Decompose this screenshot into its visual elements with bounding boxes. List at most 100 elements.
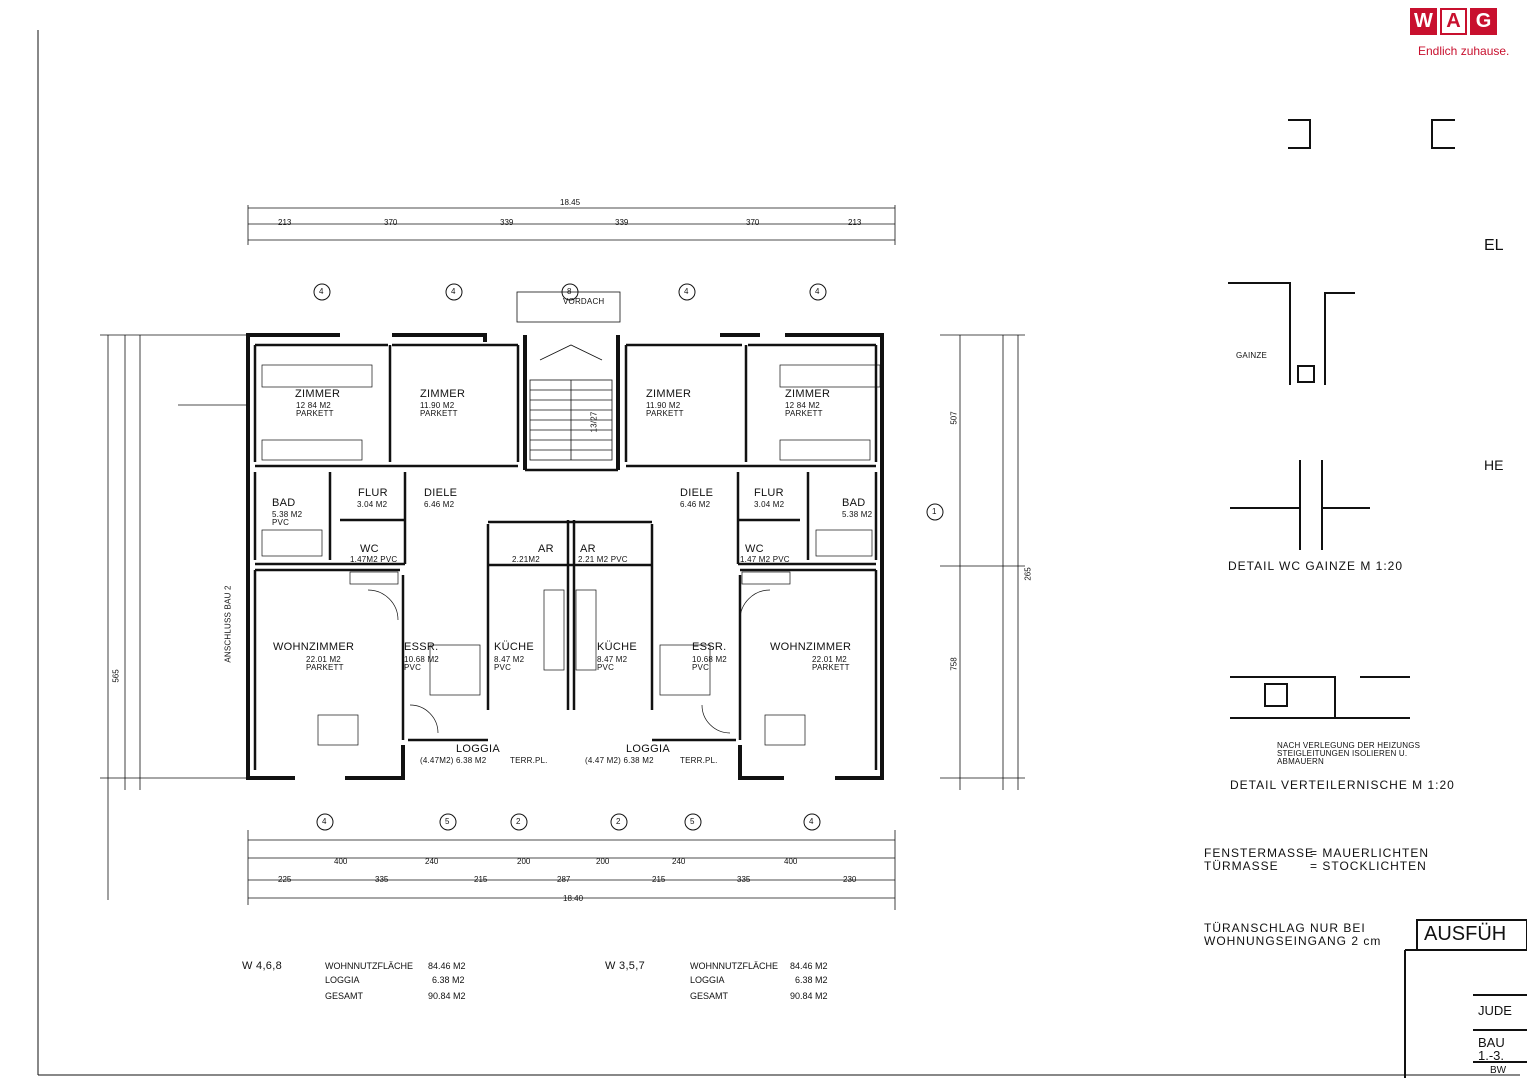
room-name: LOGGIA — [626, 743, 670, 755]
room-name: FLUR — [358, 487, 388, 499]
room-floor: PVC — [272, 518, 290, 527]
dim-bottom: 335 — [737, 875, 751, 884]
wc-detail-caption: DETAIL WC GAINZE M 1:20 — [1228, 559, 1404, 573]
room-name: WC — [360, 543, 379, 555]
room-area: 12 84 M2 — [785, 401, 820, 410]
inner-walls — [253, 343, 878, 770]
room-floor: PARKETT — [420, 409, 458, 418]
verteiler-detail-caption: DETAIL VERTEILERNISCHE M 1:20 — [1230, 778, 1455, 792]
room-name: BAD — [272, 497, 296, 509]
unit-right-row-value: 90.84 M2 — [790, 991, 828, 1001]
axis-marker: 8 — [567, 287, 572, 296]
room-floor: PARKETT — [785, 409, 823, 418]
room-name: ESSR. — [404, 641, 439, 653]
unit-right-row-label: WOHNNUTZFLÄCHE — [690, 961, 778, 971]
unit-right-row-value: 84.46 M2 — [790, 961, 828, 971]
room-floor: PARKETT — [306, 663, 344, 672]
vordach-label: VORDACH — [563, 297, 605, 306]
dim-left-height: 565 — [111, 669, 121, 683]
axis-marker: 5 — [445, 817, 450, 826]
room-floor: TERR.PL. — [680, 756, 718, 765]
logo-letter-g: G — [1470, 8, 1497, 35]
dim-bottom-inner: 400 — [334, 857, 348, 866]
room-floor: PARKETT — [296, 409, 334, 418]
unit-right-row-label: GESAMT — [690, 991, 729, 1001]
room-name: ZIMMER — [785, 388, 831, 400]
title-block — [1404, 919, 1527, 1078]
room-floor: PARKETT — [812, 663, 850, 672]
room-area: 6.46 M2 — [424, 500, 455, 509]
dim-bottom-total: 18.40 — [563, 894, 584, 903]
titleblock-title: AUSFÜH — [1424, 923, 1507, 945]
room-area: 22.01 M2 — [306, 655, 341, 664]
unit-right-label: W 3,5,7 — [605, 960, 646, 972]
room-area: 3.04 M2 — [754, 500, 785, 509]
titleblock-row: BAU — [1478, 1035, 1505, 1050]
room-name: AR — [580, 543, 596, 555]
room-area: 1.47M2 PVC — [350, 555, 398, 564]
dim-bottom: 215 — [474, 875, 488, 884]
room-name: KÜCHE — [597, 641, 638, 653]
room-area: 1.47 M2 PVC — [740, 555, 790, 564]
axis-marker: 4 — [322, 817, 327, 826]
note-tuer: TÜRMASSE — [1204, 859, 1279, 873]
anschluss-label: ANSCHLUSS BAU 2 — [223, 585, 233, 663]
room-area: (4.47 M2) 6.38 M2 — [585, 756, 654, 765]
room-area: 6.46 M2 — [680, 500, 711, 509]
dim-bottom-inner: 400 — [784, 857, 798, 866]
room-floor: PVC — [494, 663, 512, 672]
dim-top: 339 — [500, 218, 514, 227]
unit-left-row-value: 6.38 M2 — [432, 975, 465, 985]
room-name: WOHNZIMMER — [770, 641, 852, 653]
room-name: WC — [745, 543, 764, 555]
room-name: DIELE — [680, 487, 714, 499]
unit-right-row-value: 6.38 M2 — [795, 975, 828, 985]
axis-marker: 4 — [809, 817, 814, 826]
room-name: LOGGIA — [456, 743, 500, 755]
axis-marker: 5 — [690, 817, 695, 826]
dim-top: 370 — [746, 218, 760, 227]
staircase — [516, 291, 621, 461]
titleblock-row: JUDE — [1478, 1003, 1512, 1018]
note-tuer-value: = STOCKLICHTEN — [1310, 859, 1427, 873]
dim-top: 339 — [615, 218, 629, 227]
room-area: 5.38 M2 — [272, 510, 303, 519]
unit-left-label: W 4,6,8 — [242, 960, 283, 972]
unit-left-row-label: GESAMT — [325, 991, 364, 1001]
room-floor: PVC — [404, 663, 422, 672]
axis-marker: 4 — [451, 287, 456, 296]
axis-circles — [313, 283, 944, 831]
room-area: 10.68 M2 — [404, 655, 439, 664]
unit-left-row-label: WOHNNUTZFLÄCHE — [325, 961, 413, 971]
room-floor: PVC — [692, 663, 710, 672]
room-area: 12 84 M2 — [296, 401, 331, 410]
titleblock-row: 1.-3. — [1478, 1048, 1505, 1063]
room-area: 2.21M2 — [512, 555, 540, 564]
room-name: ZIMMER — [295, 388, 341, 400]
room-area: (4.47M2) 6.38 M2 — [420, 756, 487, 765]
stair-label: 13/27 — [589, 411, 599, 433]
note-fenster: FENSTERMASSE — [1204, 846, 1315, 860]
room-name: DIELE — [424, 487, 458, 499]
room-area: 10.68 M2 — [692, 655, 727, 664]
legend-heading: EL — [1484, 237, 1504, 254]
dim-right: 758 — [949, 657, 959, 671]
room-name: BAD — [842, 497, 866, 509]
axis-marker: 2 — [616, 817, 621, 826]
room-area: 8.47 M2 — [494, 655, 525, 664]
unit-right-row-label: LOGGIA — [690, 975, 725, 985]
dim-bottom-inner: 240 — [672, 857, 686, 866]
dim-bottom: 215 — [652, 875, 666, 884]
dim-bottom-inner: 200 — [596, 857, 610, 866]
wc-detail-drawing — [1228, 282, 1370, 550]
room-name: KÜCHE — [494, 641, 535, 653]
room-area: 5.38 M2 — [842, 510, 873, 519]
room-area: 8.47 M2 — [597, 655, 628, 664]
gainze-label: GAINZE — [1236, 351, 1267, 360]
dim-bottom: 287 — [557, 875, 571, 884]
verteiler-note: NACH VERLEGUNG DER HEIZUNGS STEIGLEITUNG… — [1277, 741, 1421, 766]
note-fenster-value: = MAUERLICHTEN — [1310, 846, 1430, 860]
room-floor: TERR.PL. — [510, 756, 548, 765]
titleblock-row: BW — [1490, 1065, 1507, 1076]
